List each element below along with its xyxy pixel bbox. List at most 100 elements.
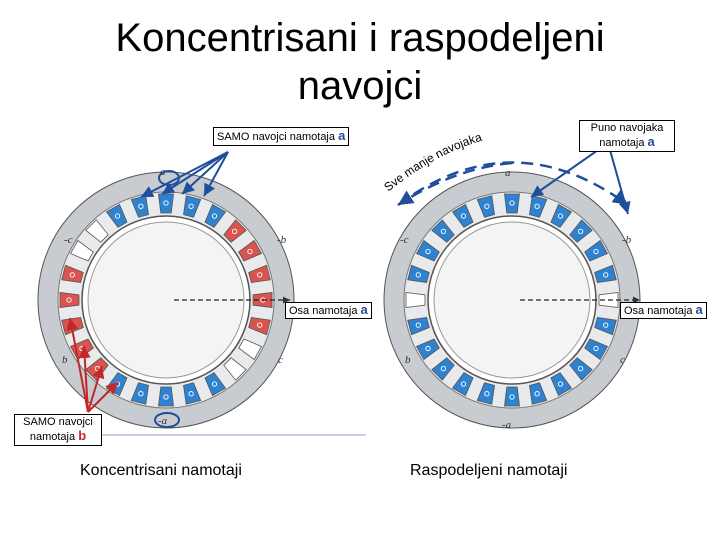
conductor-symbol xyxy=(66,297,72,303)
right-top-box: Puno navojaka namotaja a xyxy=(579,120,675,152)
conductor-symbol xyxy=(593,248,599,255)
conductor-symbol xyxy=(593,345,599,352)
slide-title: Koncentrisani i raspodeljeni navojci xyxy=(0,14,720,110)
left-label-neg-b: -b xyxy=(277,234,287,246)
stator-slot xyxy=(584,338,609,361)
stator-slot xyxy=(238,338,263,361)
left-slots xyxy=(59,193,273,407)
stator-slot xyxy=(550,203,573,228)
stator-slot xyxy=(238,239,263,262)
left-bottom-pointers xyxy=(66,317,119,413)
stator-slot xyxy=(550,372,573,397)
conductor-symbol xyxy=(603,272,609,278)
distribution-arc-left xyxy=(397,161,513,207)
stator-slot xyxy=(476,195,495,218)
conductor-symbol xyxy=(460,213,467,219)
conductor-symbol xyxy=(415,322,421,328)
conductor-symbol xyxy=(484,391,490,397)
left-top-box-accent: a xyxy=(338,128,346,143)
distributed-machine: a -c -b b c -a Sve manje navojaka xyxy=(381,130,641,431)
stator-slot xyxy=(476,382,495,405)
right-label-neg-c: -c xyxy=(400,234,409,246)
stator-slot xyxy=(158,386,174,407)
conductor-symbol xyxy=(425,248,431,255)
conductor-symbol xyxy=(440,228,447,235)
stator-slot xyxy=(415,239,440,262)
stator-slot xyxy=(504,386,520,407)
stator-slot xyxy=(223,219,247,243)
left-bottom-box-accent: b xyxy=(78,428,87,443)
stator-slot xyxy=(584,239,609,262)
left-top-box-text: SAMO navojci namotaja xyxy=(217,131,335,143)
left-label-c: c xyxy=(278,354,283,366)
stator-slot xyxy=(130,382,149,405)
stator-slot xyxy=(59,292,80,308)
stator-slot xyxy=(183,195,202,218)
right-axis-label: Osa namotaja a xyxy=(620,302,707,319)
distribution-arc-right xyxy=(397,161,629,207)
conductor-symbol xyxy=(257,322,263,328)
title-line-1: Koncentrisani i raspodeljeni xyxy=(115,16,605,60)
stator-slot xyxy=(248,264,271,283)
right-label-b: b xyxy=(405,354,411,366)
stator-slot xyxy=(158,193,174,214)
conductor-symbol xyxy=(69,272,75,278)
conductor-symbol xyxy=(425,345,431,352)
stator-slot xyxy=(405,292,426,308)
stator-slot xyxy=(223,357,247,381)
right-label-neg-b: -b xyxy=(622,234,632,246)
right-axis-label-accent: a xyxy=(695,302,703,317)
stator-slot xyxy=(204,372,227,397)
stator-slot xyxy=(451,372,474,397)
right-top-box-accent: a xyxy=(647,134,655,149)
right-top-box-text: Puno navojaka namotaja xyxy=(590,122,664,149)
conductor-symbol xyxy=(163,200,169,206)
right-label-a: a xyxy=(505,167,511,179)
right-slots xyxy=(405,193,619,407)
stator-slot xyxy=(451,203,474,228)
conductor-symbol xyxy=(509,394,515,400)
stator-slot xyxy=(594,317,617,336)
stator-slot xyxy=(529,382,548,405)
pointer-r1 xyxy=(530,149,599,198)
conductor-symbol xyxy=(415,272,421,278)
conductor-symbol xyxy=(577,228,584,235)
pointer-1 xyxy=(161,151,229,195)
conductor-symbol xyxy=(603,322,609,328)
conductor-symbol xyxy=(440,365,447,372)
left-label-b: b xyxy=(62,354,68,366)
conductor-symbol xyxy=(138,391,144,397)
conductor-symbol xyxy=(114,213,121,219)
conductor-symbol xyxy=(534,203,540,209)
conductor-symbol xyxy=(188,391,194,397)
left-axis-label: Osa namotaja a xyxy=(285,302,372,319)
right-rotor-inner xyxy=(433,221,591,379)
stator-slot xyxy=(415,338,440,361)
left-rotor-inner xyxy=(87,221,245,379)
conductor-symbol xyxy=(577,365,584,372)
stator-slot xyxy=(69,239,94,262)
pointer-r2 xyxy=(609,149,631,215)
stator-slot xyxy=(204,203,227,228)
left-neg-a-marker xyxy=(154,412,180,428)
pointer-b4 xyxy=(87,381,119,413)
title-line-2: navojci xyxy=(297,64,423,108)
pointer-4 xyxy=(140,151,229,198)
concentrated-machine: a -c -b b c -a xyxy=(37,166,295,429)
stator-slot xyxy=(431,219,455,243)
conductor-symbol xyxy=(557,213,564,219)
left-label-neg-c: -c xyxy=(64,234,73,246)
pointer-2 xyxy=(181,151,229,195)
pointer-b2 xyxy=(78,345,91,413)
left-bottom-box: SAMO navojci namotaja b xyxy=(14,414,102,446)
left-top-box: SAMO navojci namotaja a xyxy=(213,127,350,146)
pointer-3 xyxy=(203,151,229,197)
left-axis-label-accent: a xyxy=(360,302,368,317)
stator-slot xyxy=(407,264,430,283)
right-label-neg-a: -a xyxy=(502,419,512,431)
stator-slot xyxy=(85,219,109,243)
conductor-symbol xyxy=(163,394,169,400)
left-bottom-box-text: SAMO navojci namotaja xyxy=(23,416,93,443)
stator-slot xyxy=(248,317,271,336)
